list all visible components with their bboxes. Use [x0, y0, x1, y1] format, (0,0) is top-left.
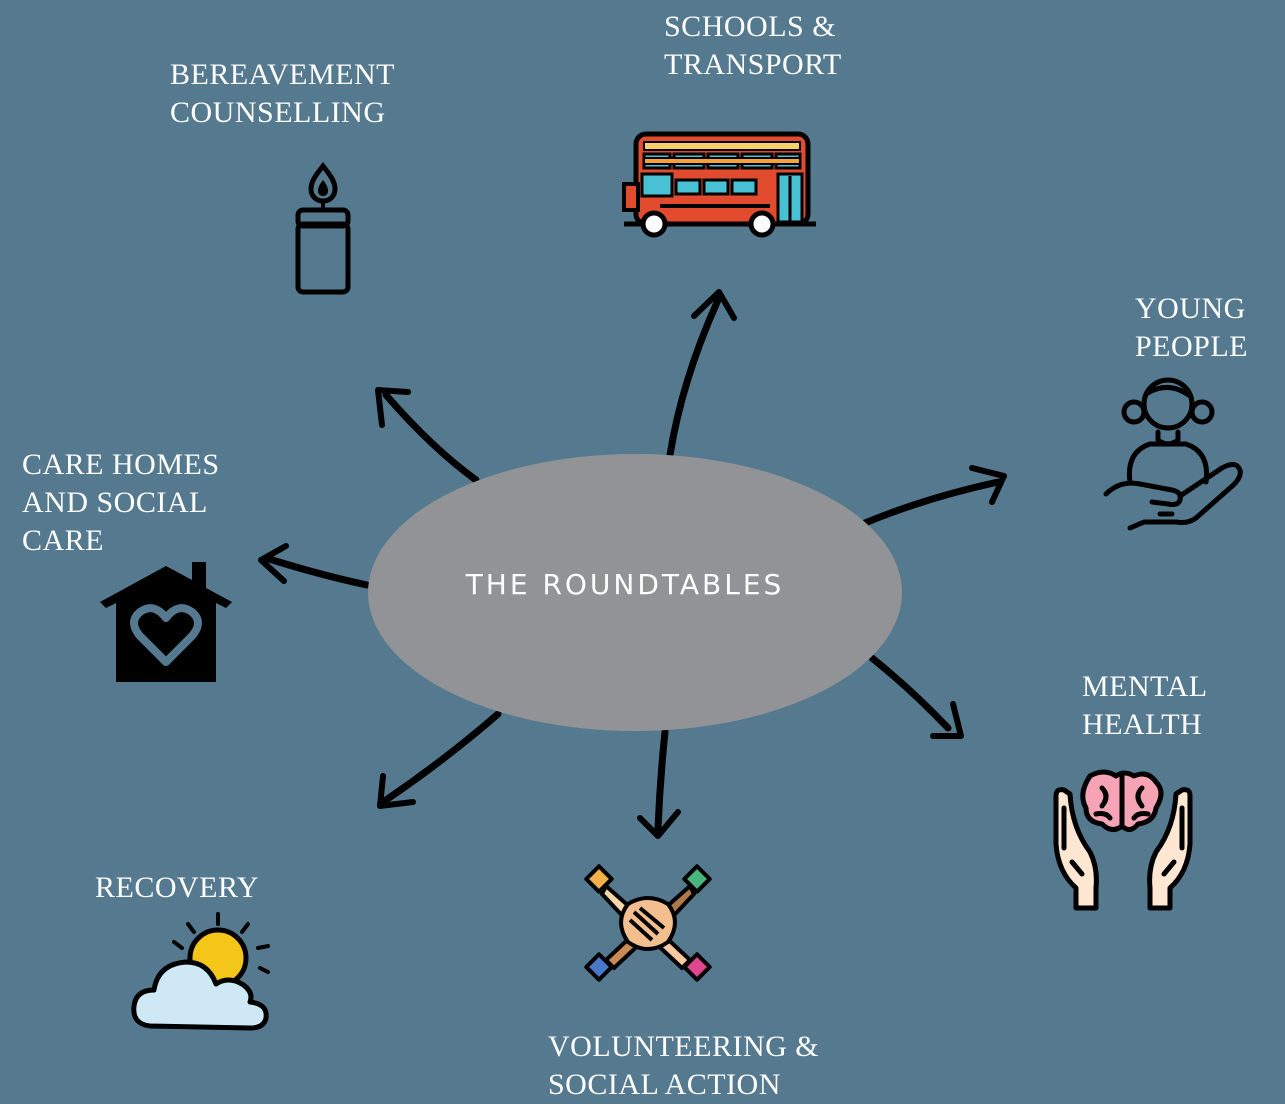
label-line: SOCIAL ACTION: [548, 1068, 781, 1101]
label-line: CARE: [22, 524, 105, 557]
arrow-mental-health: [868, 654, 952, 732]
arrow-young-people: [861, 478, 1002, 527]
arrowhead-care-homes: [258, 543, 289, 584]
label-recovery: RECOVERY: [95, 869, 259, 907]
label-young-people: YOUNG PEOPLE: [1135, 290, 1248, 366]
arrowhead-volunteering: [637, 809, 681, 839]
house-heart-icon: [100, 562, 232, 682]
arrow-recovery: [382, 710, 502, 804]
label-mental-health: MENTAL HEALTH: [1082, 668, 1208, 744]
double-decker-bus-icon: [622, 131, 816, 238]
joined-hands-icon: [584, 864, 712, 982]
arrow-bereavement: [382, 391, 480, 484]
child-in-hand-icon: [1103, 377, 1243, 531]
label-line: YOUNG: [1135, 292, 1246, 325]
label-line: MENTAL: [1082, 670, 1208, 703]
label-line: BEREAVEMENT: [170, 58, 395, 91]
label-volunteering: VOLUNTEERING & SOCIAL ACTION: [548, 1028, 819, 1104]
arrowhead-schools: [691, 289, 737, 321]
arrow-schools: [666, 296, 722, 459]
label-line: PEOPLE: [1135, 330, 1249, 363]
label-line: RECOVERY: [95, 871, 260, 904]
label-line: HEALTH: [1082, 708, 1203, 741]
label-line: TRANSPORT: [664, 48, 842, 81]
roundtables-hub: THE ROUNDTABLES: [368, 454, 902, 731]
brain-in-hands-icon: [1053, 769, 1193, 911]
arrowhead-recovery: [377, 773, 416, 809]
label-line: SCHOOLS &: [664, 10, 837, 43]
arrowhead-mental-health: [930, 701, 964, 739]
candle-icon: [295, 161, 351, 295]
hub-label: THE ROUNDTABLES: [465, 568, 785, 601]
label-line: AND SOCIAL: [22, 486, 208, 519]
arrowhead-bereavement: [375, 387, 411, 428]
sun-cloud-icon: [131, 912, 270, 1031]
arrowhead-young-people: [969, 465, 1007, 505]
label-care-homes: CARE HOMES AND SOCIAL CARE: [22, 446, 220, 560]
label-line: CARE HOMES: [22, 448, 220, 481]
arrow-volunteering: [654, 728, 669, 832]
label-line: COUNSELLING: [170, 96, 386, 129]
arrow-care-homes: [262, 554, 371, 589]
label-line: VOLUNTEERING &: [548, 1030, 820, 1063]
label-schools: SCHOOLS & TRANSPORT: [664, 8, 842, 84]
label-bereavement: BEREAVEMENT COUNSELLING: [170, 56, 395, 132]
